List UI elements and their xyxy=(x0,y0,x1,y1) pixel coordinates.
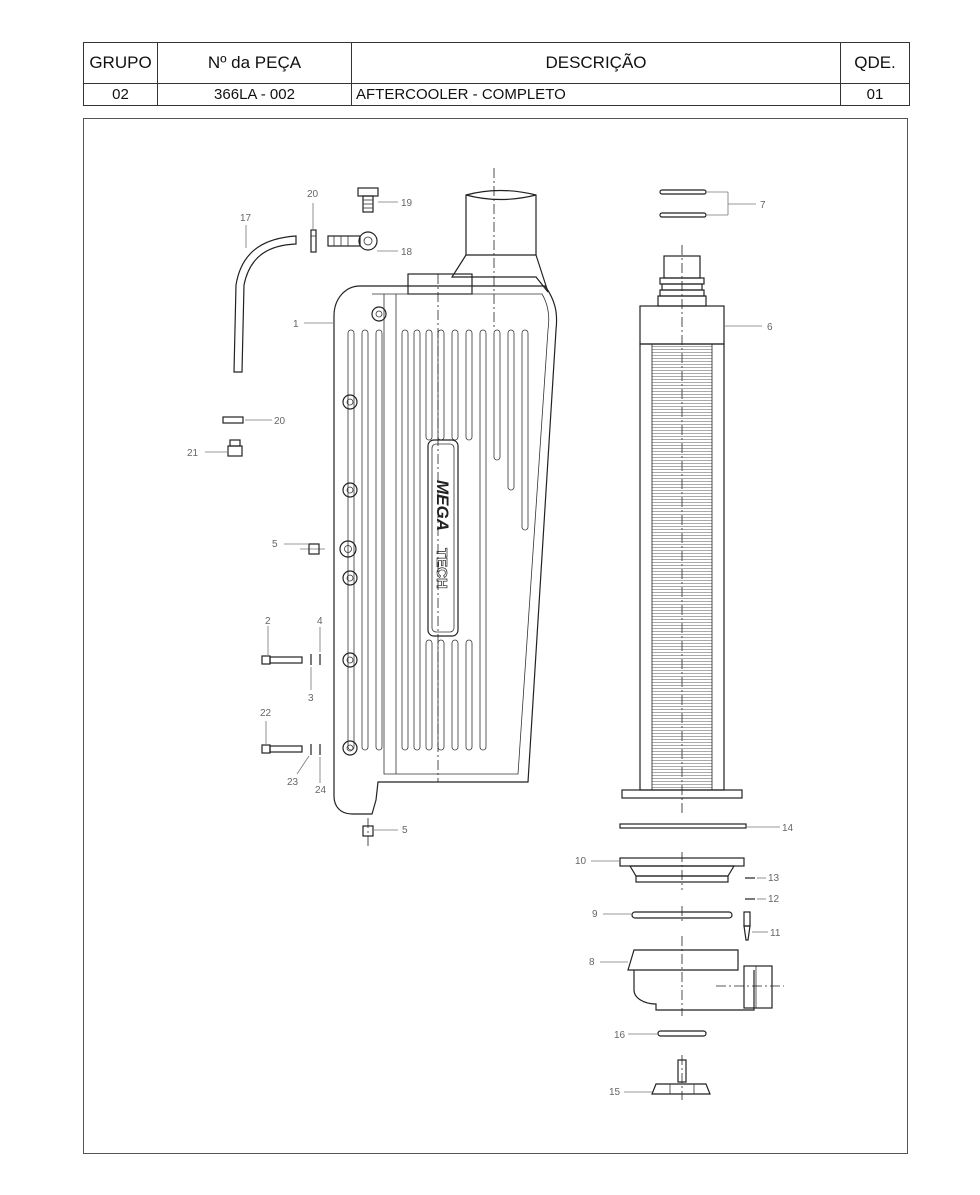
callout-19: 19 xyxy=(401,198,413,209)
fitting-20-lower xyxy=(222,416,244,424)
cell-qty: 01 xyxy=(840,83,910,106)
megatech-logo: MEGA TECH xyxy=(427,439,459,637)
callout-17: 17 xyxy=(240,213,252,224)
callout-16: 16 xyxy=(614,1030,626,1041)
logo-text-2: TECH xyxy=(433,548,450,589)
callout-1: 1 xyxy=(293,319,299,330)
col-qty: QDE. xyxy=(840,42,910,84)
gasket-14 xyxy=(619,823,747,829)
bolt-19-part xyxy=(357,187,379,213)
callout-11: 11 xyxy=(770,928,781,939)
callout-20-top: 20 xyxy=(307,189,319,200)
fitting-5-upper xyxy=(300,543,325,555)
callout-5-lower: 5 xyxy=(402,825,408,836)
callout-9: 9 xyxy=(592,909,598,920)
leader-lines xyxy=(205,191,780,1093)
cooling-fins xyxy=(347,329,529,751)
callout-8: 8 xyxy=(589,957,595,968)
hose-barb-part xyxy=(327,231,378,251)
col-part-no: Nº da PEÇA xyxy=(157,42,352,84)
drawing-frame xyxy=(83,118,908,1154)
callout-7: 7 xyxy=(760,200,766,211)
cell-description: AFTERCOOLER - COMPLETO xyxy=(351,83,841,106)
header-row: GRUPO Nº da PEÇA DESCRIÇÃO QDE. xyxy=(83,42,910,84)
fitting-21-part xyxy=(227,439,243,457)
callout-12: 12 xyxy=(768,894,780,905)
callout-4: 4 xyxy=(317,616,323,627)
callout-15: 15 xyxy=(609,1087,621,1098)
callout-21: 21 xyxy=(187,448,199,459)
callout-5-upper: 5 xyxy=(272,539,278,550)
callout-2: 2 xyxy=(265,616,271,627)
mounting-bosses xyxy=(339,306,387,756)
pin-2-part xyxy=(261,655,303,665)
callout-23: 23 xyxy=(287,777,299,788)
callout-18: 18 xyxy=(401,247,413,258)
callout-22: 22 xyxy=(260,708,272,719)
drain-knob-15 xyxy=(651,1055,711,1100)
fitting-20-top xyxy=(310,229,317,253)
cooler-core xyxy=(621,245,743,815)
housing-8 xyxy=(627,936,784,1016)
o-ring-16 xyxy=(657,1030,707,1037)
callout-labels: 1 2 3 4 5 5 6 7 8 9 10 11 12 13 14 15 16… xyxy=(187,189,794,1098)
hose-part xyxy=(233,235,297,373)
logo-text: MEGA xyxy=(433,480,452,531)
callout-14: 14 xyxy=(782,823,794,834)
col-group: GRUPO xyxy=(83,42,158,84)
callout-20-lower: 20 xyxy=(274,416,286,427)
callout-3: 3 xyxy=(308,693,314,704)
screw-11 xyxy=(743,911,751,941)
callout-10: 10 xyxy=(575,856,587,867)
callout-13: 13 xyxy=(768,873,780,884)
data-row: 02 366LA - 002 AFTERCOOLER - COMPLETO 01 xyxy=(83,83,910,106)
callout-6: 6 xyxy=(767,322,773,333)
callout-24: 24 xyxy=(315,785,327,796)
o-ring-9 xyxy=(631,906,733,924)
aftercooler-body: MEGA TECH xyxy=(333,168,558,815)
fitting-5-lower xyxy=(362,818,374,846)
pin-22-part xyxy=(261,744,303,754)
header-table: GRUPO Nº da PEÇA DESCRIÇÃO QDE. 02 366LA… xyxy=(83,42,910,106)
o-rings-7 xyxy=(659,189,707,218)
cell-part-no: 366LA - 002 xyxy=(157,83,352,106)
flange-10 xyxy=(619,852,745,890)
